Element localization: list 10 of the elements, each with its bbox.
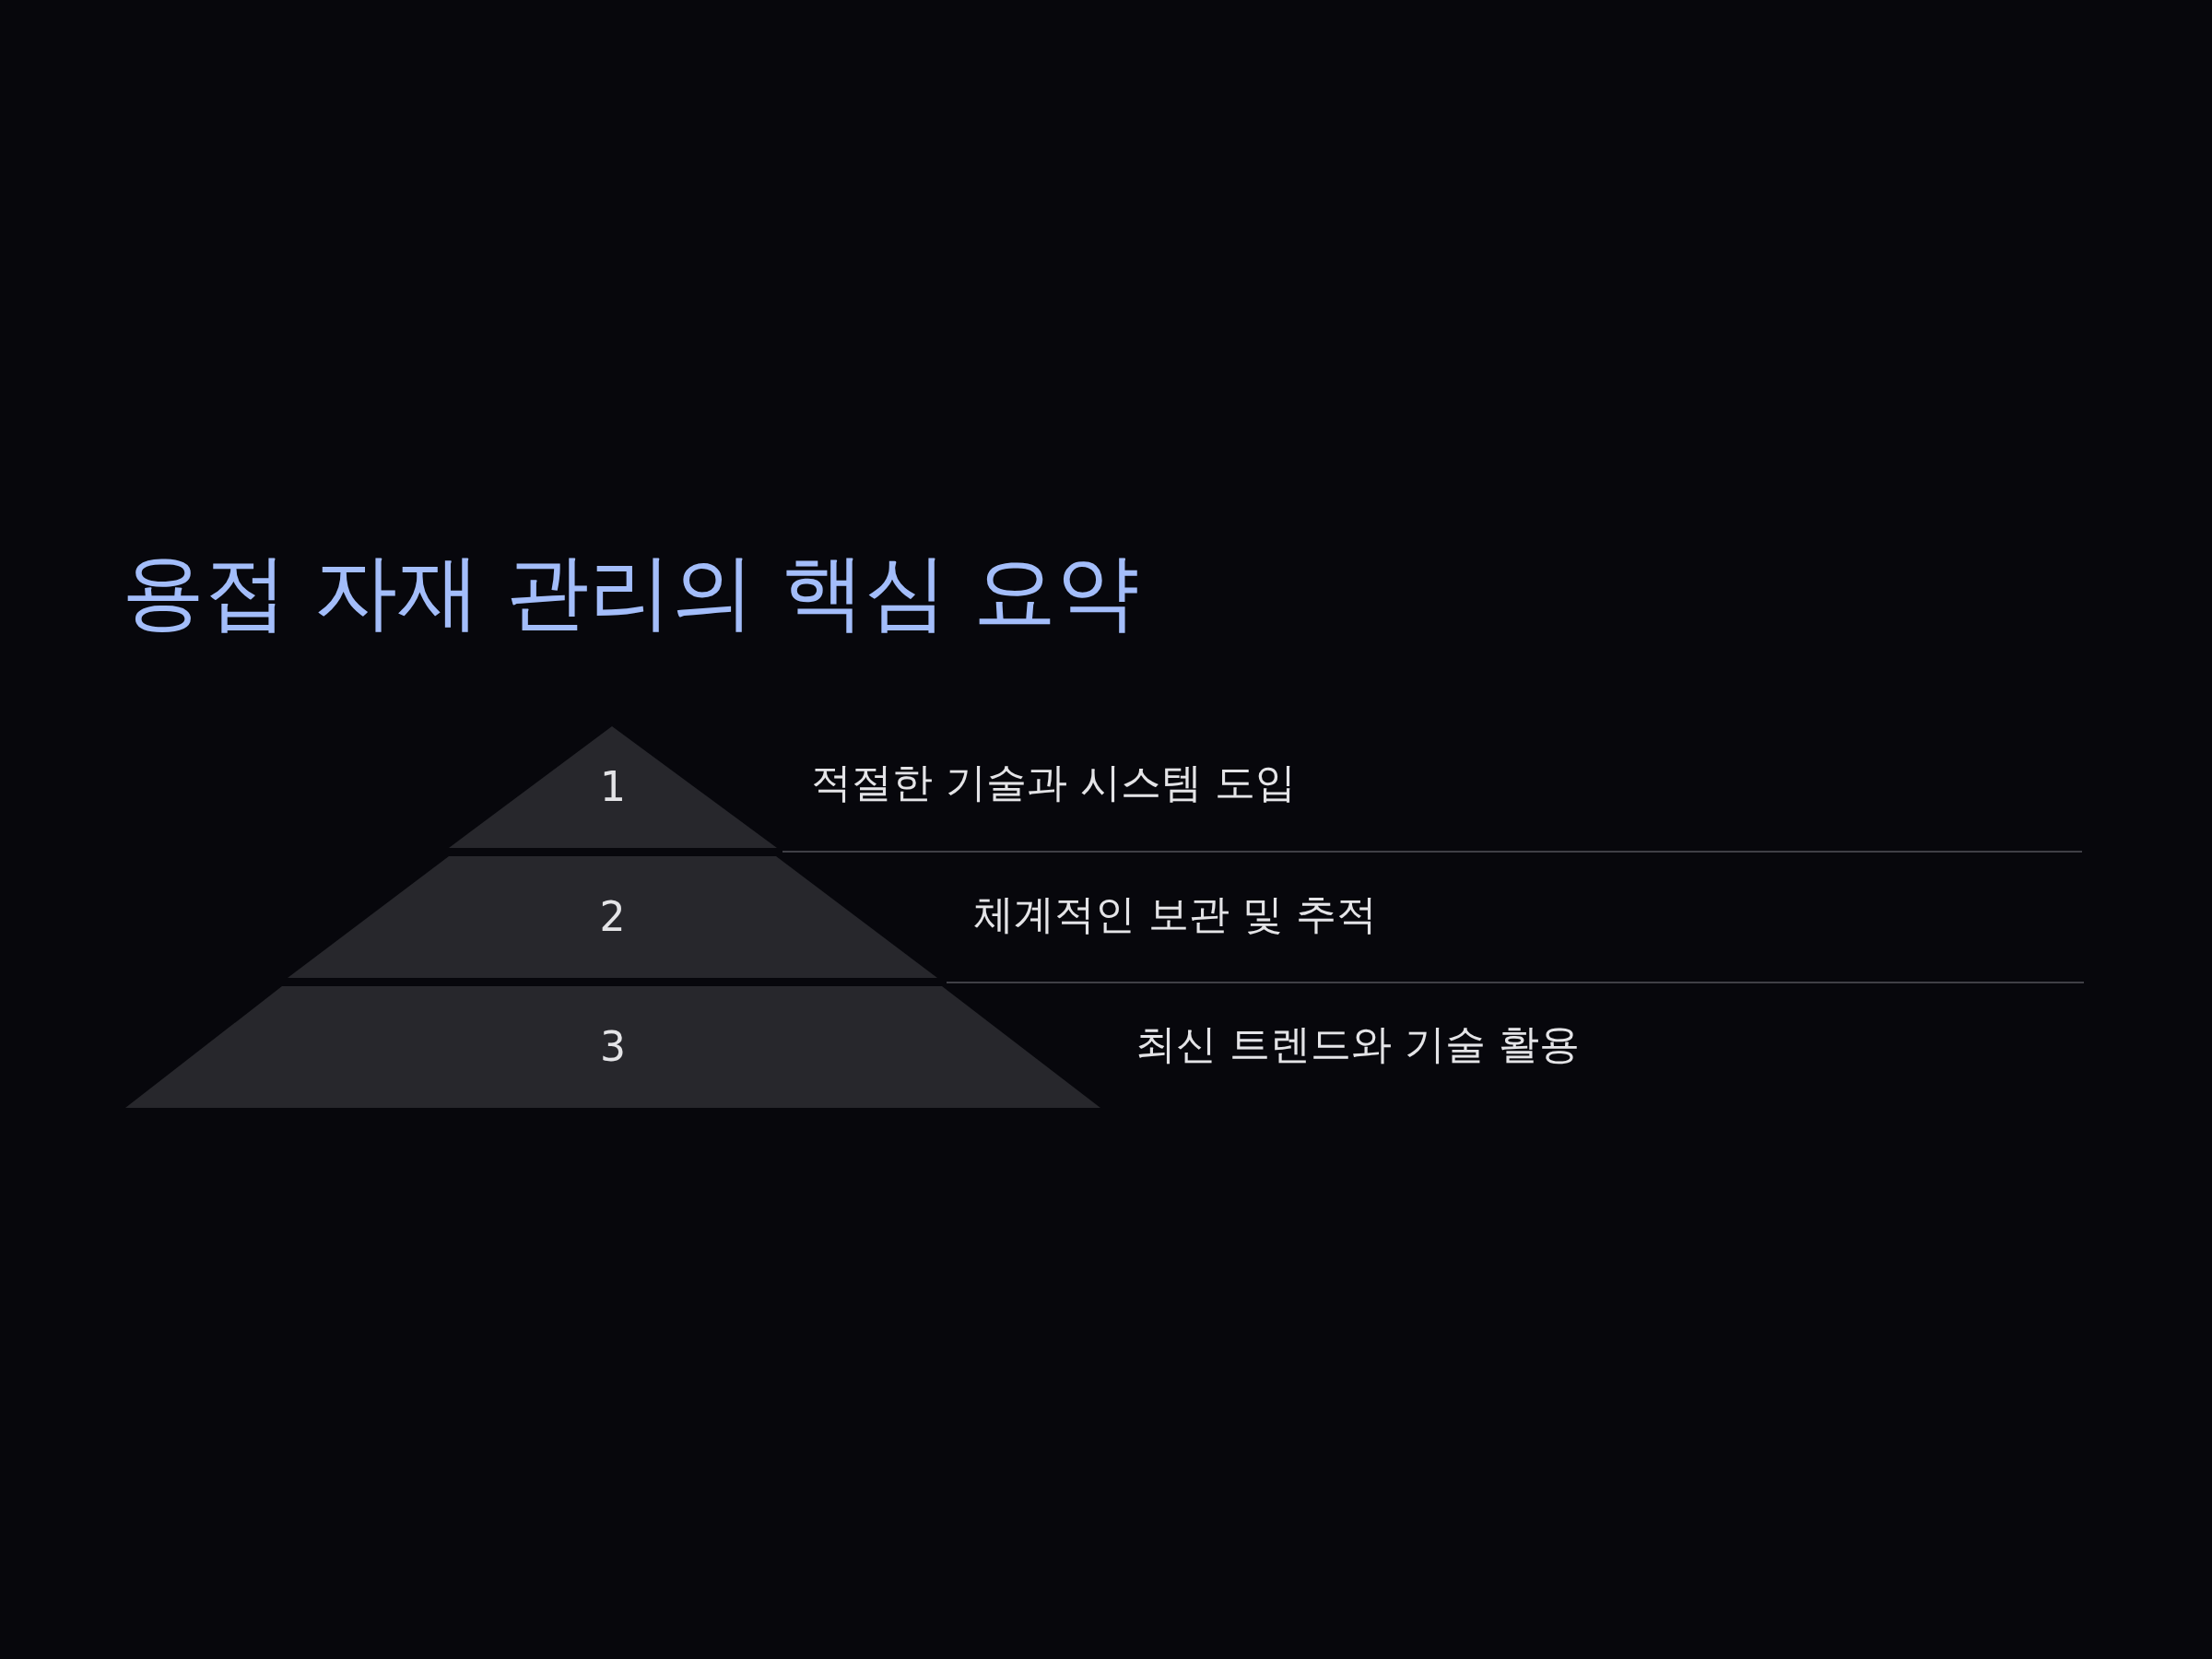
slide-title: 용접 자재 관리의 핵심 요약 — [122, 542, 1140, 641]
tier-number: 1 — [600, 767, 626, 807]
tier-description: 체계적인 보관 및 추적 — [973, 889, 1377, 939]
tier-number: 2 — [599, 897, 626, 937]
pyramid-tier — [288, 856, 937, 978]
tier-description: 적절한 기술과 시스템 도입 — [811, 758, 1296, 807]
tier-number: 3 — [600, 1027, 626, 1067]
pyramid-tier — [125, 986, 1100, 1108]
tier-description: 최신 트렌드와 기술 활용 — [1135, 1019, 1580, 1069]
pyramid-tier — [449, 726, 777, 848]
